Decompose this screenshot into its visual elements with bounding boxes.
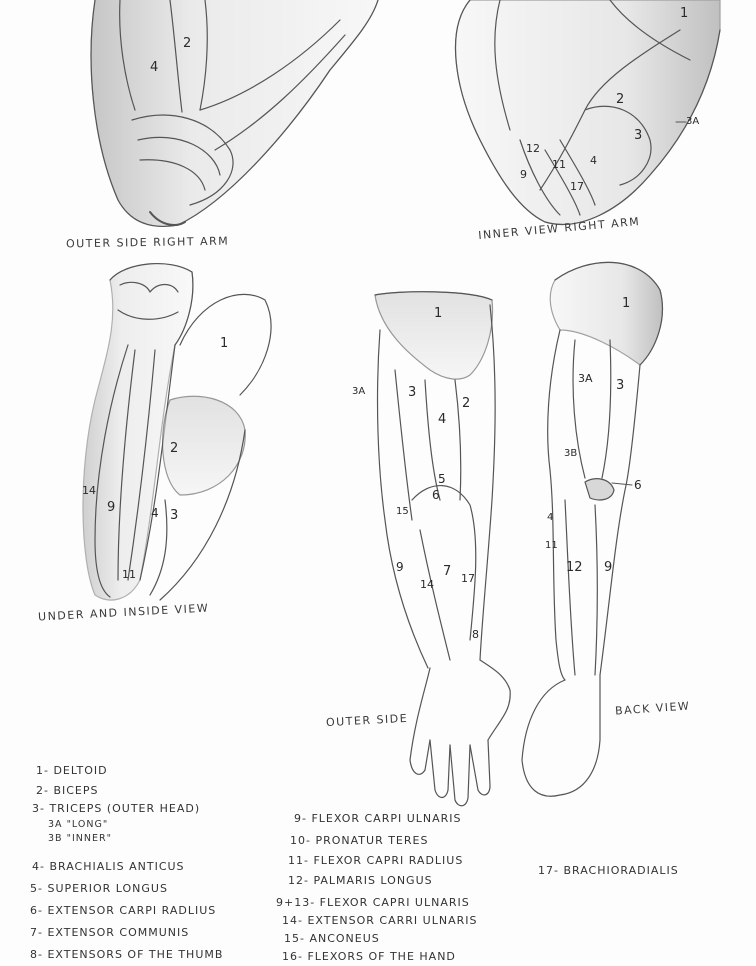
label-d4-17: 17 (461, 572, 475, 585)
label-d4-15: 15 (396, 506, 409, 517)
label-d3-11: 11 (122, 568, 136, 581)
legend-item: 11- FLEXOR CAPRI RADLIUS (288, 854, 464, 867)
legend-item: 1- DELTOID (36, 764, 108, 777)
label-d2-1: 1 (680, 6, 689, 21)
legend-item: 8- EXTENSORS OF THE THUMB (30, 948, 224, 961)
label-d4-3a: 3A (352, 386, 366, 397)
legend-item: 16- FLEXORS OF THE HAND (282, 950, 456, 963)
label-d5-3b: 3B (564, 448, 578, 459)
label-d2-9: 9 (520, 168, 527, 181)
legend-item: 12- PALMARIS LONGUS (288, 874, 433, 887)
drawing-under-and-inside-view (82, 262, 272, 601)
label-d4-2: 2 (462, 396, 471, 411)
label-d5-1: 1 (622, 296, 631, 311)
label-d5-11: 11 (545, 540, 558, 551)
legend-item: 3- TRICEPS (OUTER HEAD) (32, 802, 201, 815)
drawing-outer-side-right-arm (90, 0, 379, 227)
legend-item: 17- BRACHIORADIALIS (538, 864, 679, 877)
label-d5-6: 6 (634, 478, 642, 492)
label-d2-3a: 3A (686, 116, 700, 127)
label-d3-4: 4 (151, 506, 159, 520)
label-d1-2: 2 (183, 36, 192, 51)
legend-item: 3A "LONG" (48, 819, 109, 830)
label-d2-11: 11 (552, 158, 566, 171)
label-d4-6: 6 (432, 488, 440, 502)
legend-item: 3B "INNER" (48, 833, 112, 844)
legend-item: 7- EXTENSOR COMMUNIS (30, 926, 190, 939)
legend-item: 2- BICEPS (36, 784, 99, 797)
drawing-outer-side (374, 291, 511, 807)
label-d5-9: 9 (604, 560, 613, 575)
label-d5-3a: 3A (578, 372, 593, 385)
label-d4-8: 8 (472, 628, 479, 641)
legend-item: 15- ANCONEUS (284, 932, 380, 945)
drawing-back-view (521, 261, 664, 797)
legend-item: 10- PRONATUR TERES (290, 834, 429, 847)
label-d4-7: 7 (443, 564, 452, 579)
label-d5-12: 12 (566, 560, 583, 575)
label-d4-4: 4 (438, 412, 447, 427)
label-d3-2: 2 (170, 441, 179, 456)
label-d1-4: 4 (150, 60, 159, 75)
label-d3-14: 14 (82, 484, 96, 497)
label-d3-9: 9 (107, 500, 116, 515)
label-d2-4: 4 (590, 154, 597, 167)
label-d4-1: 1 (434, 306, 443, 321)
legend-item: 9+13- FLEXOR CAPRI ULNARIS (276, 896, 470, 909)
label-d2-17: 17 (570, 180, 584, 193)
label-d4-9: 9 (396, 560, 404, 574)
label-d4-3: 3 (408, 385, 417, 400)
legend-item: 5- SUPERIOR LONGUS (30, 882, 168, 895)
label-d5-3: 3 (616, 378, 625, 393)
label-d2-2: 2 (616, 92, 625, 107)
label-d4-5: 5 (438, 472, 446, 486)
label-d5-4: 4 (547, 512, 554, 523)
label-d3-3: 3 (170, 508, 179, 523)
label-d4-14: 14 (420, 578, 434, 591)
label-d2-3: 3 (634, 128, 643, 143)
legend-item: 6- EXTENSOR CARPI RADLIUS (30, 904, 217, 917)
legend-item: 9- FLEXOR CARPI ULNARIS (294, 812, 462, 825)
label-d3-1: 1 (220, 336, 229, 351)
legend-item: 14- EXTENSOR CARRI ULNARIS (282, 914, 478, 927)
label-d2-12: 12 (526, 142, 540, 155)
drawing-inner-view-right-arm (454, 0, 721, 226)
legend-item: 4- BRACHIALIS ANTICUS (32, 860, 185, 873)
